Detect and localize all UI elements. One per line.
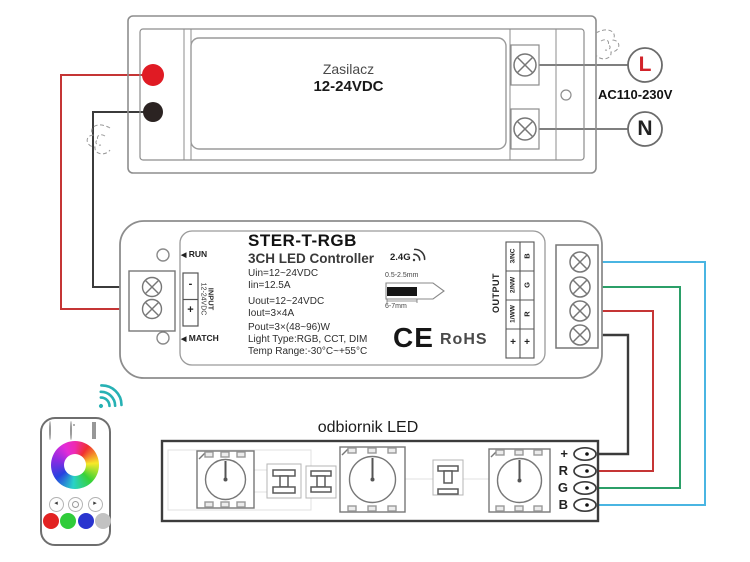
psu-positive-terminal <box>142 64 164 86</box>
remote-blue-button <box>78 513 94 529</box>
ac-voltage-label: AC110-230V <box>598 87 673 102</box>
remote-wifi-icon <box>99 384 123 408</box>
output-screw-plus <box>569 324 591 346</box>
solder-pad-g <box>573 480 597 496</box>
resistor <box>432 459 464 496</box>
remote-green-button <box>60 513 76 529</box>
pad-r-label: R <box>558 463 568 478</box>
spec-iin: Iin=12.5A <box>248 280 291 291</box>
wire-dc-positive <box>60 74 153 310</box>
remote-top-icon-power <box>70 421 79 440</box>
input-screw-positive <box>141 298 163 320</box>
controller-label-plate <box>179 230 546 366</box>
strip-length-label: 6-7mm <box>385 303 407 310</box>
led-chip <box>339 446 406 513</box>
live-label: L <box>638 53 652 76</box>
solder-pad-b <box>573 497 597 513</box>
neutral-terminal-circle <box>627 111 663 147</box>
wire-strip-diagram <box>385 282 445 303</box>
wire-output-blue <box>580 261 706 506</box>
output-screw-r <box>569 300 591 322</box>
output-screw-g <box>569 276 591 298</box>
psu-label-line2: 12-24VDC <box>313 78 384 95</box>
output-label: OUTPUT <box>491 273 501 313</box>
run-label: ◀ RUN <box>181 249 208 259</box>
run-led-indicator <box>156 248 170 262</box>
remote-top-icon-mode <box>49 421 58 440</box>
controller-model: STER-T-RGB <box>248 231 357 250</box>
remote-left-button: ◂ <box>48 496 64 512</box>
spec-uout: Uout=12~24VDC <box>248 296 325 307</box>
input-plus-label: + <box>187 304 194 316</box>
strip-title: odbiornik LED <box>317 419 419 436</box>
spec-temp-range: Temp Range:-30°C~+55°C <box>248 346 368 357</box>
input-polarity-box <box>182 272 199 327</box>
pad-g-label: G <box>557 480 568 495</box>
output-screw-b <box>569 251 591 273</box>
solder-pad-plus <box>573 446 597 462</box>
wire-gauge-label: 0.5-2.5mm <box>385 272 419 279</box>
antenna-2-4g-icon <box>412 248 426 262</box>
psu-ac-screw-live <box>513 53 537 77</box>
spec-pout: Pout=3×(48~96)W <box>248 322 330 333</box>
controller-type: 3CH LED Controller <box>248 251 375 266</box>
psu-mounting-hook-left <box>86 124 111 155</box>
rohs-mark: RoHS <box>440 331 488 348</box>
psu-label-line1: Zasilacz <box>322 61 375 77</box>
spec-uin: Uin=12~24VDC <box>248 268 319 279</box>
color-wheel-hole <box>64 454 86 476</box>
input-screw-negative <box>141 276 163 298</box>
radio-frequency-label: 2.4G <box>390 252 411 263</box>
input-minus-label: - <box>188 278 193 290</box>
output-plus-label: + <box>524 337 530 348</box>
remote-center-button <box>67 496 83 512</box>
psu-label-plate <box>190 37 507 150</box>
ce-mark: CE <box>393 322 434 353</box>
input-label: INPUT <box>206 287 216 311</box>
spec-iout: Iout=3×4A <box>248 308 295 319</box>
spec-light-type: Light Type:RGB, CCT, DIM <box>248 334 368 345</box>
resistor <box>266 463 302 499</box>
match-label: ◀ MATCH <box>181 333 219 343</box>
output-b-label: B <box>522 253 532 259</box>
resistor <box>305 465 337 499</box>
pad-b-label: B <box>558 497 568 512</box>
wire-output-plus <box>580 333 630 456</box>
center-button-icon <box>72 501 79 508</box>
led-chip <box>488 448 551 513</box>
output-ch3-label: 3/NC <box>509 248 517 264</box>
run-arrow-icon: ◀ <box>181 252 187 259</box>
neutral-label: N <box>637 117 653 140</box>
output-g-label: G <box>522 282 532 288</box>
remote-top-icon-scene <box>92 422 101 439</box>
output-ch2-label: 2/NW <box>509 276 517 294</box>
match-arrow-icon: ◀ <box>181 336 187 343</box>
wire-output-green <box>580 286 681 489</box>
output-ch1-label: 1/WW <box>509 305 517 323</box>
match-led-indicator <box>156 331 170 345</box>
output-r-label: R <box>522 311 532 317</box>
psu-mounting-hook-right <box>595 29 620 60</box>
live-terminal-circle <box>627 47 663 83</box>
output-ch-plus-label: + <box>510 337 516 348</box>
solder-pad-r <box>573 463 597 479</box>
color-wheel <box>51 441 99 489</box>
pad-plus-label: + <box>560 446 568 461</box>
remote-white-button <box>95 513 111 529</box>
remote-right-button: ▸ <box>87 496 103 512</box>
psu-ac-screw-neutral <box>513 117 537 141</box>
output-pin-table <box>505 241 535 359</box>
input-voltage-label: 12-24VDC <box>199 282 207 316</box>
remote-red-button <box>43 513 59 529</box>
led-chip <box>196 450 255 509</box>
psu-negative-terminal <box>143 102 163 122</box>
wire-output-red <box>580 310 654 472</box>
